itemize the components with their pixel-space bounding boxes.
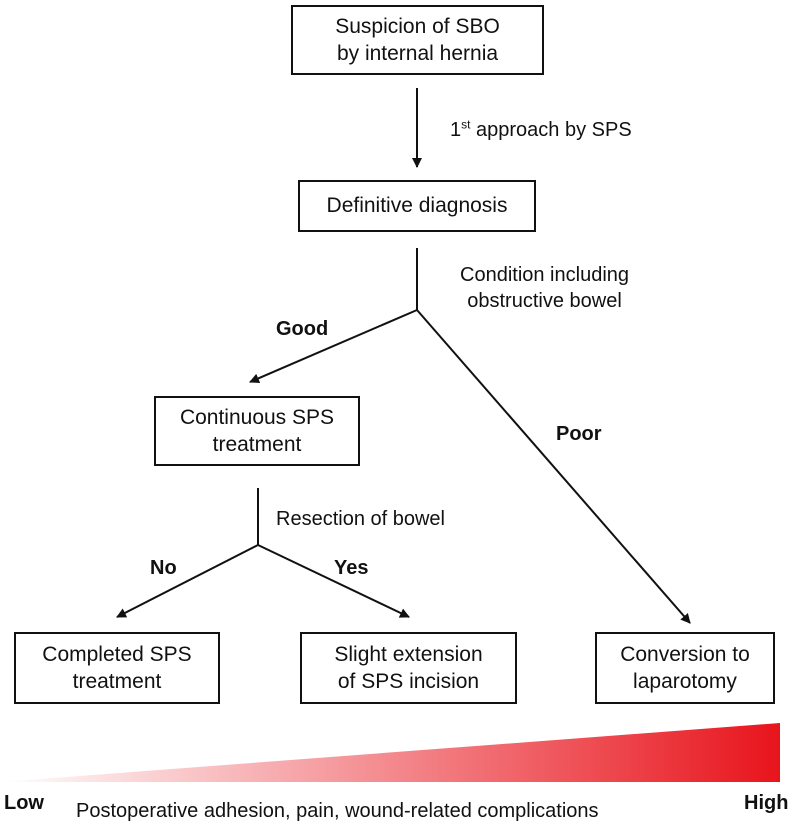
- resection-label: Resection of bowel: [276, 508, 445, 530]
- arrow-good-branch: [249, 309, 418, 384]
- yes-label: Yes: [334, 557, 369, 579]
- continuous-sps-box: Continuous SPS treatment: [154, 396, 360, 466]
- slight-extension-box: Slight extension of SPS incision: [300, 632, 517, 704]
- scale-low-label: Low: [4, 792, 44, 814]
- definitive-diagnosis-box: Definitive diagnosis: [298, 180, 536, 232]
- scale-high-label: High: [744, 792, 789, 814]
- scale-caption: Postoperative adhesion, pain, wound-rela…: [76, 800, 599, 822]
- completed-sps-box: Completed SPS treatment: [14, 632, 220, 704]
- arrow-poor-branch: [416, 309, 691, 624]
- condition-label: Condition including obstructive bowel: [460, 264, 630, 312]
- severity-gradient-wedge: [0, 723, 780, 782]
- poor-label: Poor: [556, 423, 602, 445]
- arrow-no-branch: [116, 544, 259, 618]
- conversion-laparotomy-box: Conversion to laparotomy: [595, 632, 775, 704]
- good-label: Good: [276, 318, 329, 340]
- arrow-yes-branch: [257, 544, 410, 618]
- suspicion-box: Suspicion of SBO by internal hernia: [291, 5, 544, 75]
- first-approach-label: 1st approach by SPS: [450, 117, 632, 141]
- no-label: No: [150, 557, 177, 579]
